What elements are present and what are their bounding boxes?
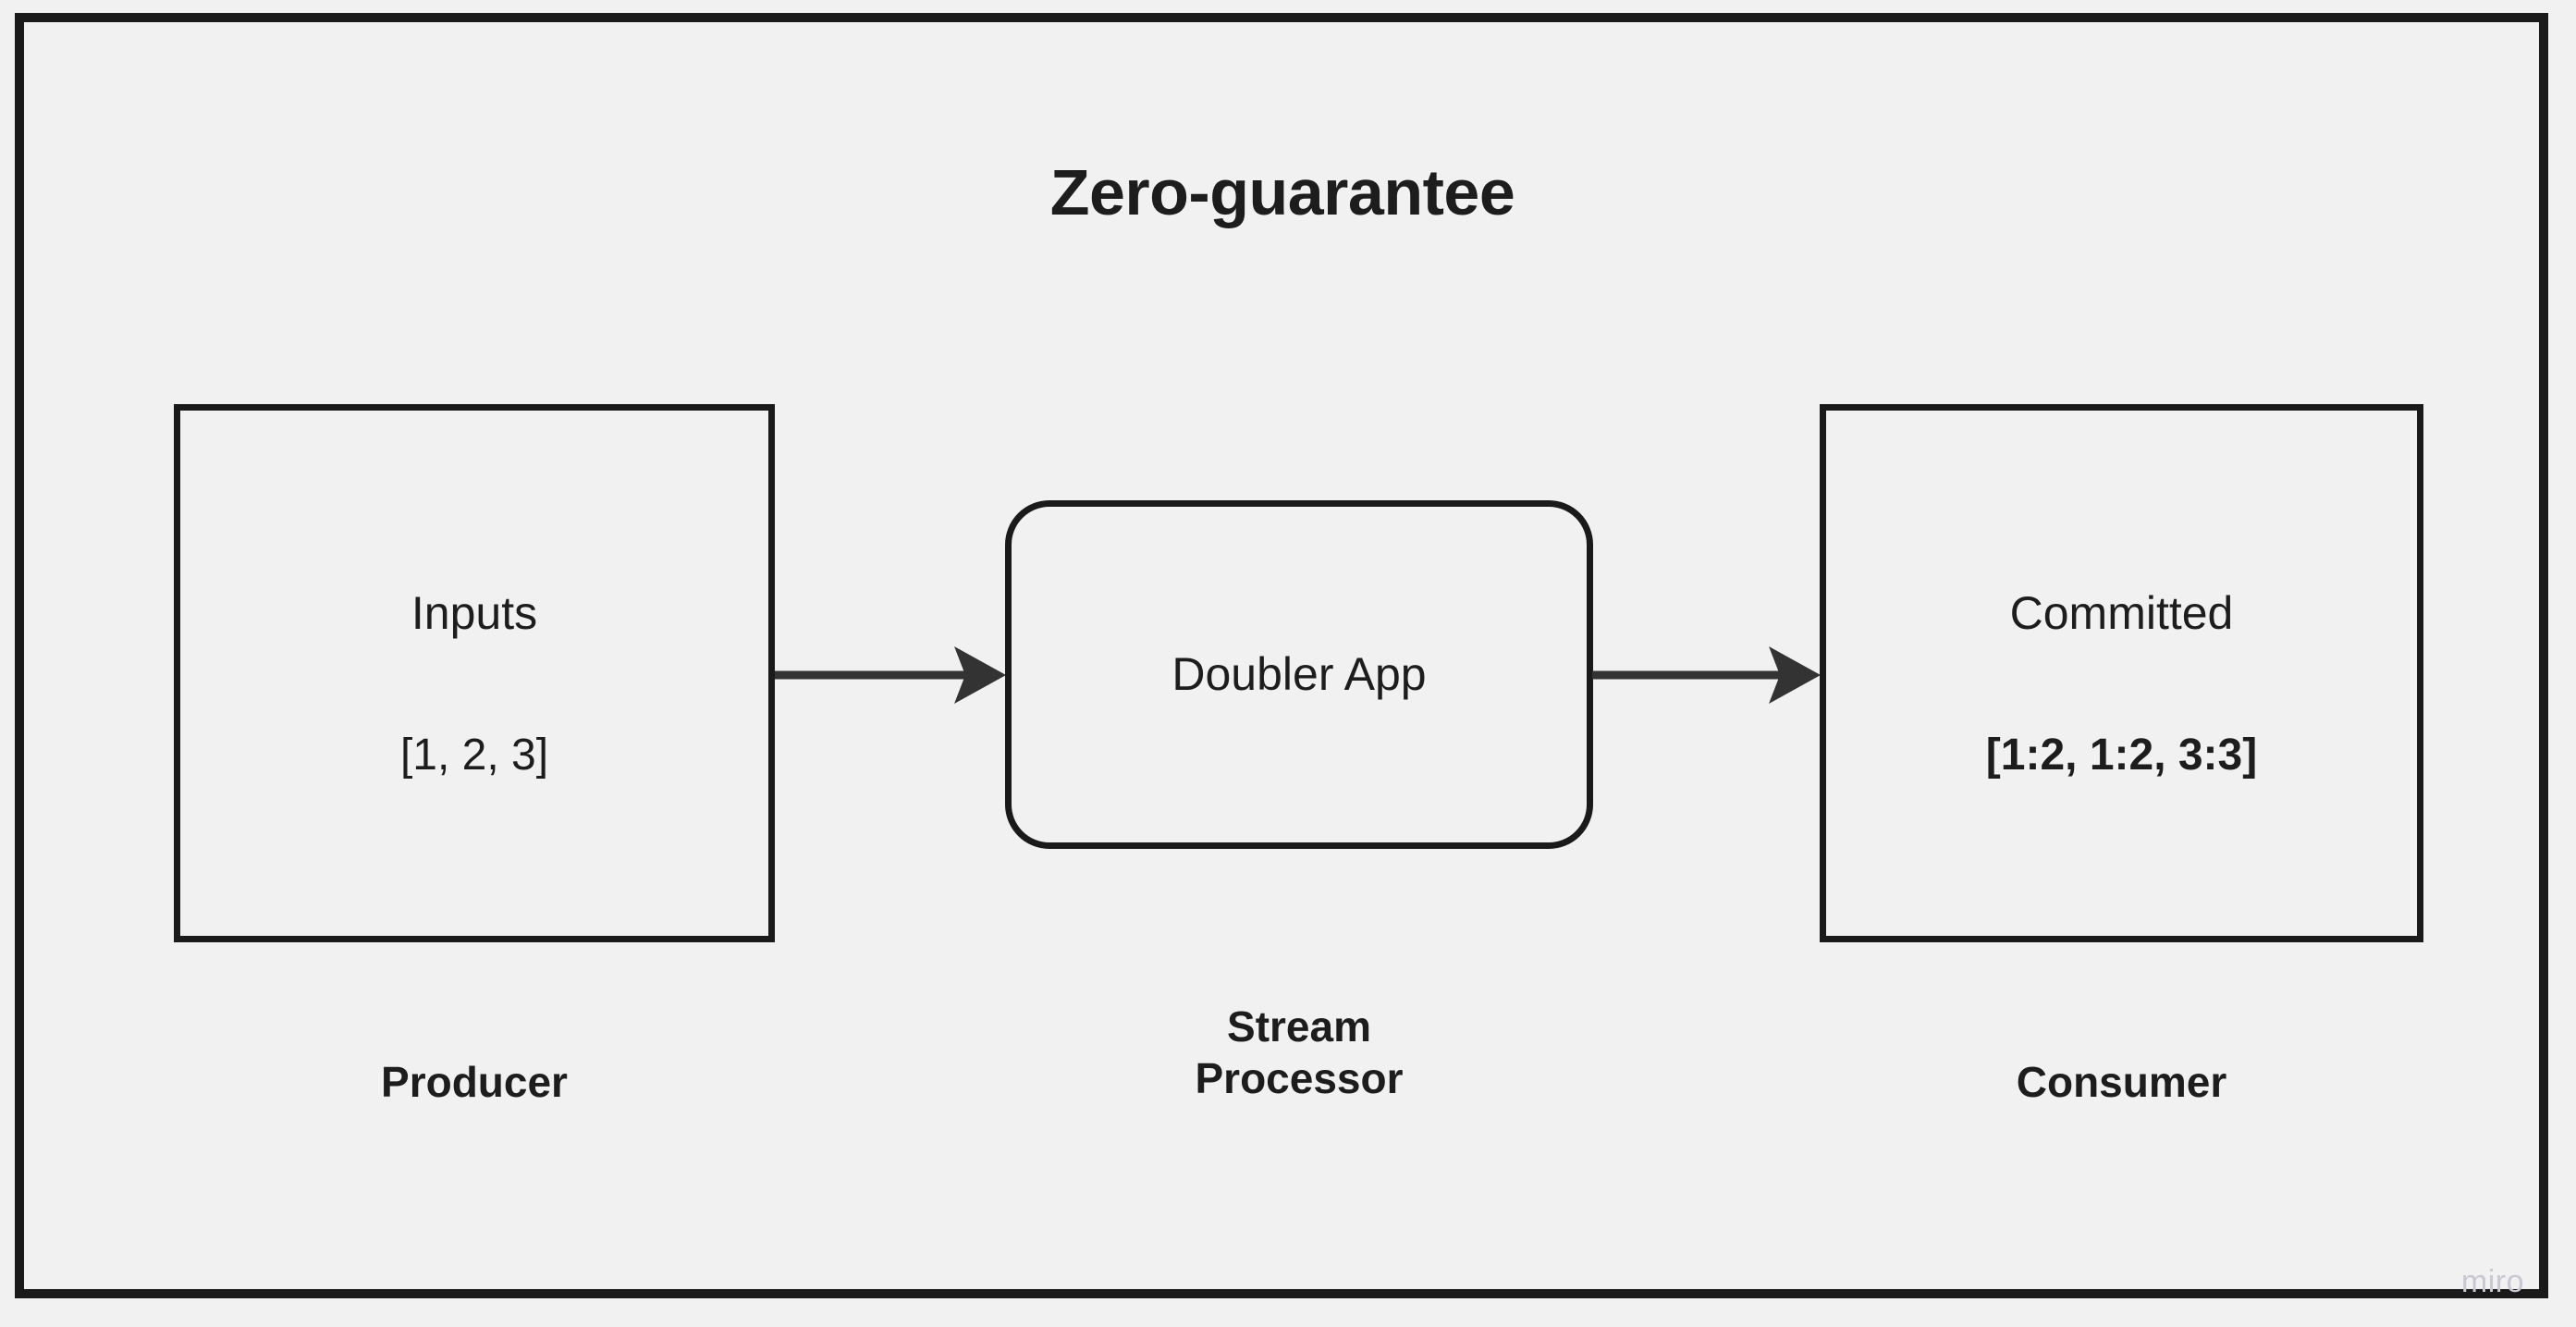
diagram-title-text: Zero-guarantee <box>1049 156 1515 228</box>
caption-producer: Producer <box>381 1058 568 1106</box>
node-producer-value: [1, 2, 3] <box>399 731 549 780</box>
node-processor-title: Doubler App <box>1171 648 1427 700</box>
node-producer-title: Inputs <box>411 587 538 640</box>
arrow-icon <box>1592 646 1821 704</box>
caption-consumer: Consumer <box>2016 1058 2227 1106</box>
node-consumer-title: Committed <box>2009 587 2234 640</box>
node-stream-processor[interactable]: Doubler App <box>1005 500 1593 849</box>
arrow-icon <box>775 646 1006 704</box>
caption-stream-processor: Stream Processor <box>1195 1002 1404 1103</box>
arrow-processor-to-consumer[interactable] <box>1592 633 1821 717</box>
arrow-producer-to-processor[interactable] <box>775 633 1006 717</box>
miro-watermark: miro <box>2460 1264 2524 1299</box>
node-consumer[interactable]: Committed [1:2, 1:2, 3:3] <box>1820 404 2423 942</box>
node-consumer-value: [1:2, 1:2, 3:3] <box>1985 731 2258 780</box>
node-producer[interactable]: Inputs [1, 2, 3] <box>174 404 775 942</box>
diagram-title: Zero-guarantee <box>0 160 2576 225</box>
